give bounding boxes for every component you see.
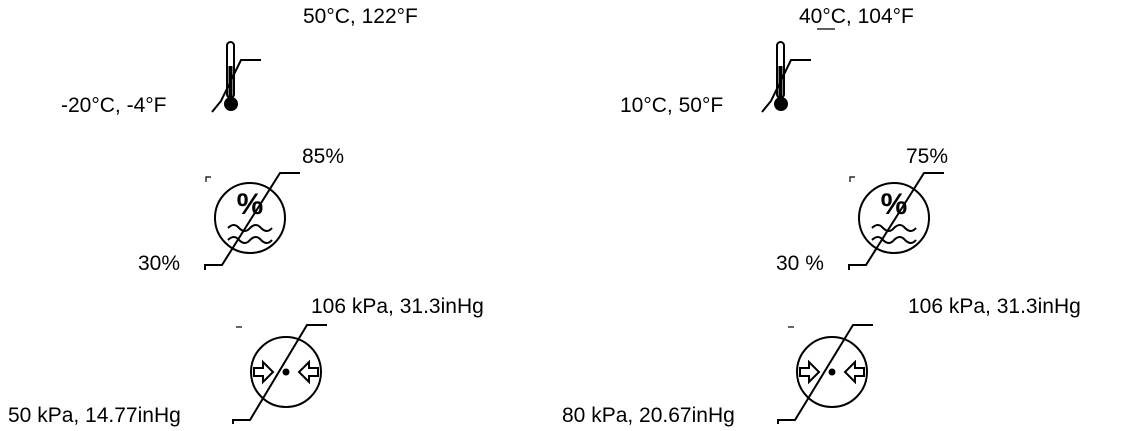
thermometer-icon — [761, 41, 811, 113]
right-pressure-lower-label: 80 kPa, 20.67inHg — [562, 404, 735, 427]
left-humidity-upper-label: 85% — [302, 145, 344, 168]
left-humidity-lower-label: 30% — [138, 252, 180, 275]
right-temperature-lower-label: 10°C, 50°F — [620, 94, 723, 117]
right-temperature-upper-label: 40°C, 104°F — [799, 5, 914, 28]
right-pressure-limit: 106 kPa, 31.3inHg 80 kPa, 20.67inHg — [562, 295, 1081, 427]
left-pressure-lower-label: 50 kPa, 14.77inHg — [8, 404, 181, 427]
left-temperature-upper-label: 50°C, 122°F — [303, 5, 418, 28]
right-column: 40°C, 104°F 10°C, 50°F 75% 30 % % — [562, 5, 1081, 427]
humidity-percent-glyph: % — [881, 188, 908, 221]
right-humidity-upper-label: 75% — [906, 145, 948, 168]
thermometer-icon — [211, 41, 261, 113]
left-temperature-lower-label: -20°C, -4°F — [61, 94, 166, 117]
left-pressure-limit: 106 kPa, 31.3inHg 50 kPa, 14.77inHg — [8, 295, 484, 427]
left-pressure-upper-label: 106 kPa, 31.3inHg — [311, 295, 484, 318]
pressure-icon — [232, 324, 327, 424]
left-temperature-limit: 50°C, 122°F -20°C, -4°F — [61, 5, 418, 117]
right-pressure-upper-label: 106 kPa, 31.3inHg — [908, 295, 1081, 318]
right-temperature-limit: 40°C, 104°F 10°C, 50°F — [620, 5, 914, 117]
humidity-icon: % — [204, 172, 300, 270]
left-humidity-limit: 85% 30% % — [138, 145, 344, 275]
right-humidity-lower-label: 30 % — [776, 252, 824, 275]
pressure-icon — [777, 324, 873, 424]
left-column: 50°C, 122°F -20°C, -4°F 85% 30% % — [8, 5, 484, 427]
humidity-icon: % — [848, 172, 944, 270]
humidity-percent-glyph: % — [237, 188, 264, 221]
right-humidity-limit: 75% 30 % % — [776, 145, 948, 275]
